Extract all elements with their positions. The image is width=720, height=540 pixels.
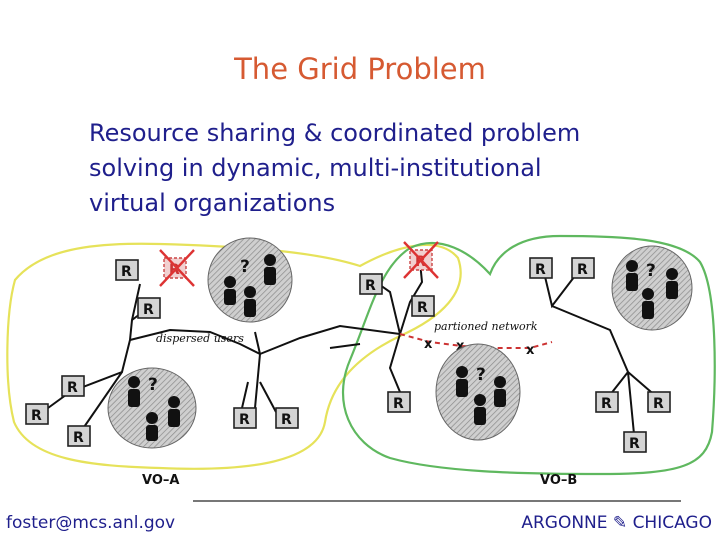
svg-text:R: R [67, 380, 78, 396]
question-mark-label: ? [148, 375, 158, 395]
resource-node: R [275, 407, 299, 429]
resource-node: R [67, 425, 91, 447]
person-icon [146, 412, 158, 441]
person-icon [666, 268, 678, 299]
svg-text:R: R [281, 412, 292, 428]
person-icon [168, 396, 180, 427]
resource-node: R [359, 273, 383, 295]
slide-title: The Grid Problem [234, 52, 486, 86]
resource-node: R [61, 375, 85, 397]
failed-resource-node: R [159, 249, 195, 287]
failed-resource-node: R [403, 241, 439, 279]
vo-b-outline [341, 234, 716, 476]
svg-text:R: R [31, 408, 42, 424]
footer-organization: ARGONNE ✎ CHICAGO [521, 513, 712, 533]
question-mark-label: ? [476, 365, 486, 385]
resource-node: R [137, 297, 161, 319]
svg-text:R: R [239, 412, 250, 428]
resource-node: R [529, 257, 553, 279]
person-icon [494, 376, 506, 407]
vo-a-outline [6, 242, 462, 470]
resource-node: R [233, 407, 257, 429]
svg-text:R: R [653, 396, 664, 412]
person-icon [626, 260, 638, 291]
person-icon [244, 286, 256, 317]
user-group-right: ? [611, 245, 693, 331]
person-icon [128, 376, 140, 407]
svg-text:R: R [365, 278, 376, 294]
svg-text:R: R [121, 264, 132, 280]
svg-text:R: R [143, 302, 154, 318]
resource-node: R [115, 259, 139, 281]
slide-body: Resource sharing & coordinated problem s… [89, 116, 689, 221]
grid-diagram: x x x ? ? ? ? R R R R R R R R R R R R R [6, 234, 716, 488]
svg-text:R: R [601, 396, 612, 412]
person-icon [642, 288, 654, 319]
question-mark-label: ? [646, 261, 656, 281]
link-break-mark: x [526, 343, 535, 358]
resource-node: R [25, 403, 49, 425]
link-break-mark: x [456, 339, 465, 354]
svg-text:R: R [629, 436, 640, 452]
network-links [47, 261, 659, 435]
footer-email: foster@mcs.anl.gov [6, 513, 176, 533]
resource-node: R [387, 391, 411, 413]
svg-text:R: R [393, 396, 404, 412]
dispersed-users-label: dispersed users [156, 332, 244, 345]
vo-b-label: VO–B [540, 473, 577, 488]
user-group-center: ? [435, 343, 521, 441]
svg-text:R: R [535, 262, 546, 278]
link-break-mark: x [424, 337, 433, 352]
user-group-top: ? [207, 237, 293, 323]
body-line-2: solving in dynamic, multi-institutional [89, 154, 542, 182]
resource-node: R [595, 391, 619, 413]
svg-text:R: R [577, 262, 588, 278]
question-mark-label: ? [240, 257, 250, 277]
person-icon [264, 254, 276, 285]
vo-a-label: VO–A [142, 473, 179, 488]
svg-text:R: R [417, 300, 428, 316]
person-icon [456, 366, 468, 397]
person-icon [224, 276, 236, 305]
user-group-left: ? [107, 367, 197, 449]
resource-node: R [647, 391, 671, 413]
resource-node: R [623, 431, 647, 453]
body-line-1: Resource sharing & coordinated problem [89, 119, 581, 147]
footer-divider [193, 500, 681, 502]
resource-node: R [571, 257, 595, 279]
body-line-3: virtual organizations [89, 189, 336, 217]
svg-text:R: R [73, 430, 84, 446]
resource-node: R [411, 295, 435, 317]
person-icon [474, 394, 486, 425]
partitioned-network-label: partioned network [434, 320, 538, 333]
